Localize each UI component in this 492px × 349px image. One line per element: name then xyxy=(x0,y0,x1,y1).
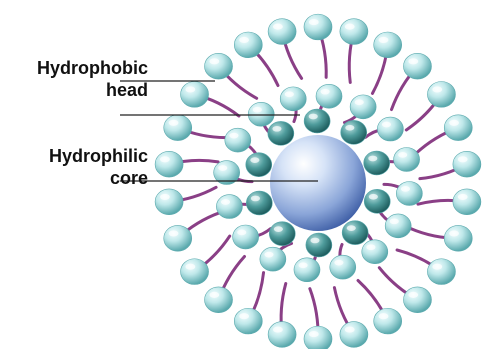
hydrophobic-head xyxy=(340,322,368,348)
hydrophobic-head xyxy=(268,19,296,45)
hydrophilic-core-sphere xyxy=(270,135,366,231)
inner-head xyxy=(268,121,294,145)
hydrophobic-head xyxy=(403,53,431,79)
hydrophobic-head xyxy=(216,195,242,219)
hydrophobic-head xyxy=(164,115,192,141)
hydrophobic-head xyxy=(444,115,472,141)
hydrophobic-head xyxy=(316,84,342,108)
inner-head xyxy=(306,233,332,257)
hydrophobic-head xyxy=(234,308,262,334)
hydrophobic-head xyxy=(268,322,296,348)
hydrophobic-head xyxy=(374,32,402,58)
hydrophobic-head xyxy=(396,182,422,206)
hydrophobic-head xyxy=(427,82,455,108)
hydrophobic-head xyxy=(374,308,402,334)
hydrophobic-head xyxy=(350,95,376,119)
hydrophobic-head xyxy=(155,189,183,215)
hydrophobic-head xyxy=(155,151,183,177)
hydrophobic-head xyxy=(181,82,209,108)
hydrophobic-head xyxy=(164,225,192,251)
hydrophobic-head-label: Hydrophobic head xyxy=(0,57,148,101)
hydrophobic-head xyxy=(453,189,481,215)
hydrophobic-head xyxy=(181,259,209,285)
inner-head xyxy=(342,221,368,245)
hydrophobic-head xyxy=(385,214,411,238)
inner-head xyxy=(364,189,390,213)
hydrophilic-label-line1: Hydrophilic xyxy=(0,145,148,167)
inner-head xyxy=(341,120,367,144)
inner-head xyxy=(246,191,272,215)
hydrophobic-head xyxy=(427,259,455,285)
hydrophobic-head xyxy=(260,247,286,271)
hydrophobic-label-line2: head xyxy=(0,79,148,101)
hydrophobic-head xyxy=(304,14,332,40)
inner-head xyxy=(304,109,330,133)
hydrophobic-head xyxy=(304,326,332,349)
hydrophobic-head xyxy=(444,225,472,251)
hydrophobic-head xyxy=(225,128,251,152)
inner-head xyxy=(269,222,295,246)
hydrophobic-head xyxy=(394,148,420,172)
hydrophobic-head xyxy=(362,240,388,264)
hydrophobic-head xyxy=(377,117,403,141)
hydrophobic-head xyxy=(233,225,259,249)
hydrophobic-head xyxy=(205,53,233,79)
hydrophobic-head xyxy=(294,258,320,282)
hydrophobic-head xyxy=(248,102,274,126)
hydrophobic-label-line1: Hydrophobic xyxy=(0,57,148,79)
hydrophobic-head xyxy=(453,151,481,177)
hydrophobic-head xyxy=(330,255,356,279)
hydrophobic-head xyxy=(234,32,262,58)
hydrophilic-core-label: Hydrophilic core xyxy=(0,145,148,189)
hydrophobic-head xyxy=(340,19,368,45)
hydrophobic-head xyxy=(403,287,431,313)
inner-head xyxy=(364,151,390,175)
inner-head xyxy=(246,153,272,177)
hydrophobic-head xyxy=(205,287,233,313)
hydrophobic-head xyxy=(280,87,306,111)
hydrophilic-label-line2: core xyxy=(0,167,148,189)
